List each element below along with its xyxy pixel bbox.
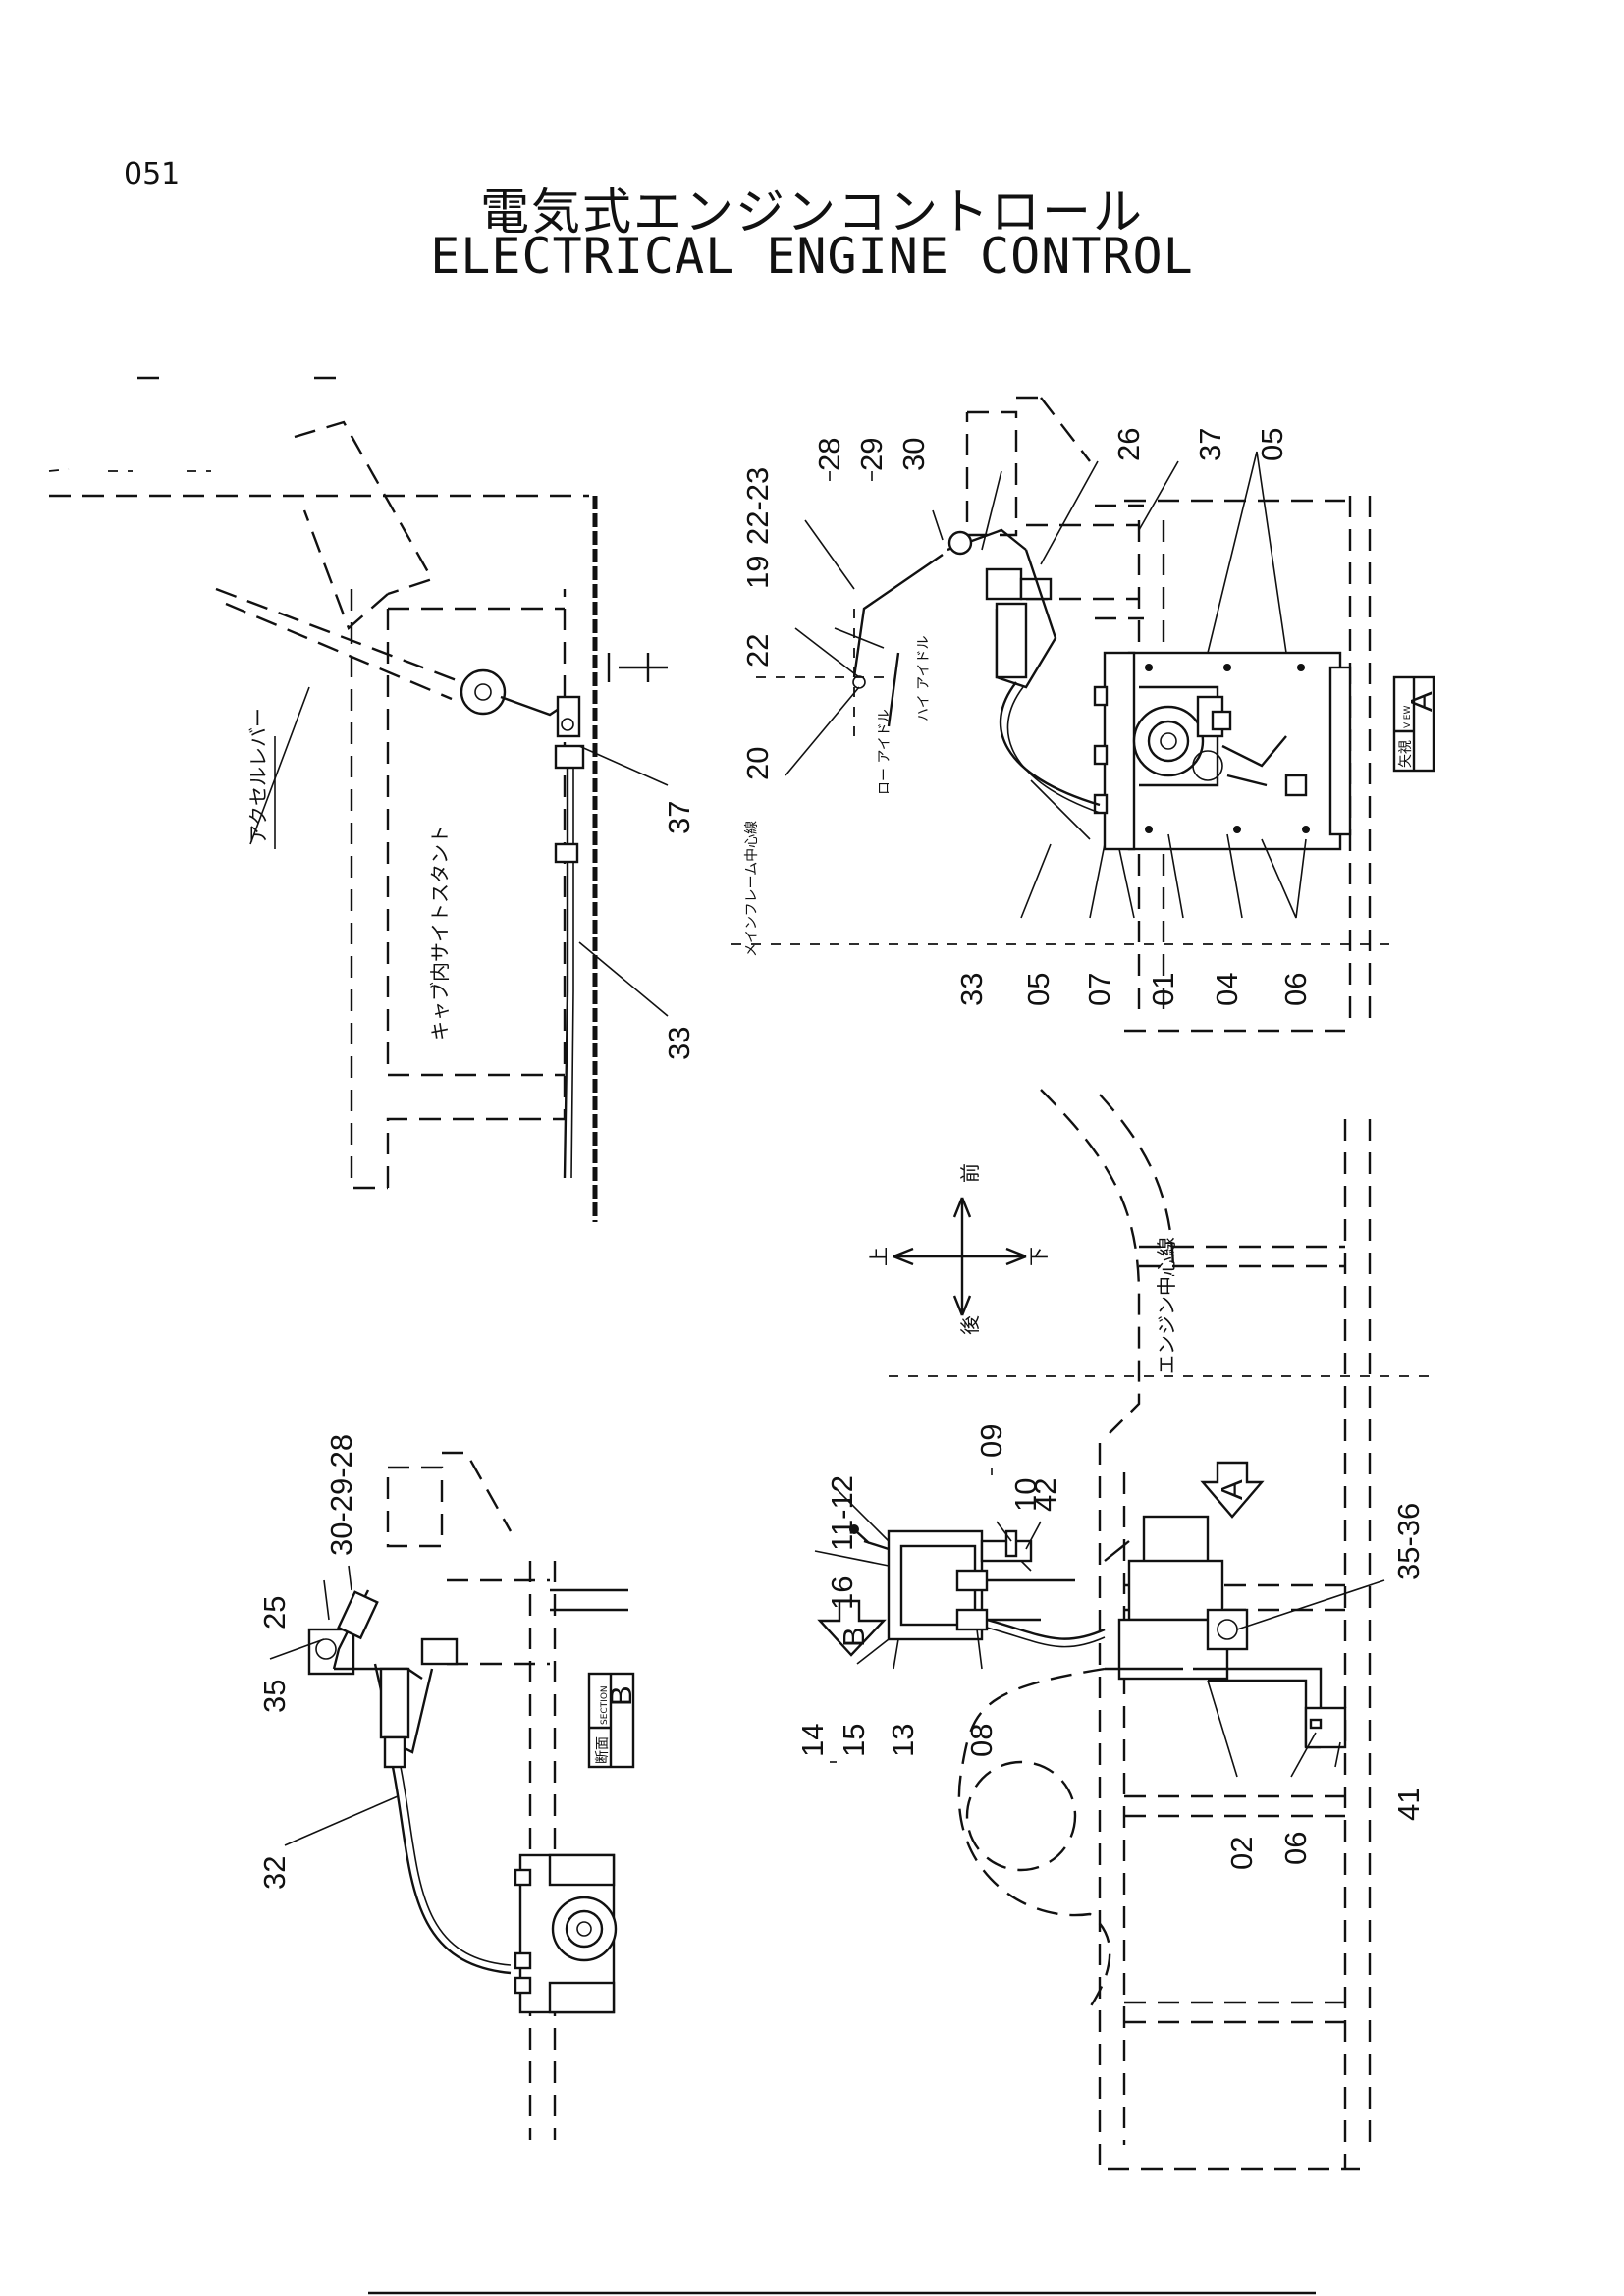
view-engine-layout [814,1089,1434,2171]
accel-lever-note: アクセルレバー [246,708,270,844]
arrow-label-back: 後 [958,1315,982,1335]
svg-text:矢視: 矢視 [1398,740,1414,768]
callout-br-14: 14 [795,1724,830,1757]
callout-bl-35: 35 [257,1680,292,1713]
low-idle-note: ロー アイドル [877,709,893,795]
callout-tr-26: 26 [1111,428,1146,461]
callout-tr-29: 29 [854,438,889,471]
callout-tr-22: 22 [740,634,775,667]
callout-tr-37: 37 [1193,428,1227,461]
main-frame-centerline-note: メインフレーム中心線 [744,821,760,957]
high-idle-note: ハイ アイドル [916,636,932,721]
callout-bl-32: 32 [257,1856,292,1890]
view-a-controller [731,396,1389,1033]
arrow-label-view-a: A [1215,1479,1249,1500]
section-b-tag: 断面 SECTION B [587,1672,638,1769]
callout-tr-19: 19 [740,556,775,589]
cab-side-stand-note: キャブ内サイトスタント [428,825,452,1041]
view-cab-side-stand [48,376,669,1222]
callout-br-11-12: 11-12 [825,1475,859,1551]
page-number: 051 [124,157,181,191]
callout-tr-05-bottom: 05 [1021,973,1056,1006]
callout-br-10: 10 [1008,1478,1043,1512]
callout-br-42: 42 [1028,1478,1062,1512]
arrow-label-section-b: B [837,1627,871,1647]
callout-br-16: 16 [825,1576,859,1610]
callout-tr-22-23: 22-23 [740,467,775,545]
callout-tl-37: 37 [662,801,696,834]
callout-tr-20: 20 [740,747,775,780]
callout-tr-28: 28 [812,438,846,471]
arrow-label-up: 上 [867,1247,891,1266]
engine-centerline-note: エンジン中心線 [1155,1237,1178,1374]
callout-bl-25: 25 [257,1596,292,1629]
arrow-label-down: 下 [1027,1247,1051,1266]
callout-br-06: 06 [1278,1832,1313,1865]
callout-tr-06: 06 [1278,973,1313,1006]
arrow-label-front: 前 [958,1163,982,1183]
callout-br-08: 08 [964,1724,999,1757]
callout-br-13: 13 [886,1724,920,1757]
callout-bl-30-29-28: 30-29-28 [324,1434,358,1556]
callout-tr-33: 33 [954,973,989,1006]
callout-br-09: 09 [974,1424,1008,1458]
svg-text:断面: 断面 [595,1736,611,1764]
callout-br-02: 02 [1224,1837,1259,1870]
view-section-b [269,1451,628,2140]
svg-text:A: A [1404,691,1438,712]
view-a-tag: 矢視 VIEW A [1392,675,1438,773]
callout-tr-01: 01 [1146,973,1180,1006]
callout-tr-05-top: 05 [1255,428,1289,461]
callout-br-35-36: 35-36 [1391,1503,1426,1580]
callout-tl-33: 33 [662,1027,696,1060]
callout-br-15: 15 [837,1724,871,1757]
callout-tr-30: 30 [896,438,931,471]
callout-tr-04: 04 [1210,973,1244,1006]
svg-text:VIEW: VIEW [1403,706,1413,728]
callout-tr-07: 07 [1082,973,1116,1006]
title-english: ELECTRICAL ENGINE CONTROL [430,228,1194,285]
svg-text:SECTION: SECTION [600,1685,610,1725]
svg-text:B: B [604,1685,638,1706]
callout-br-41: 41 [1391,1788,1426,1821]
title-japanese: 電気式エンジンコントロール [480,184,1144,240]
